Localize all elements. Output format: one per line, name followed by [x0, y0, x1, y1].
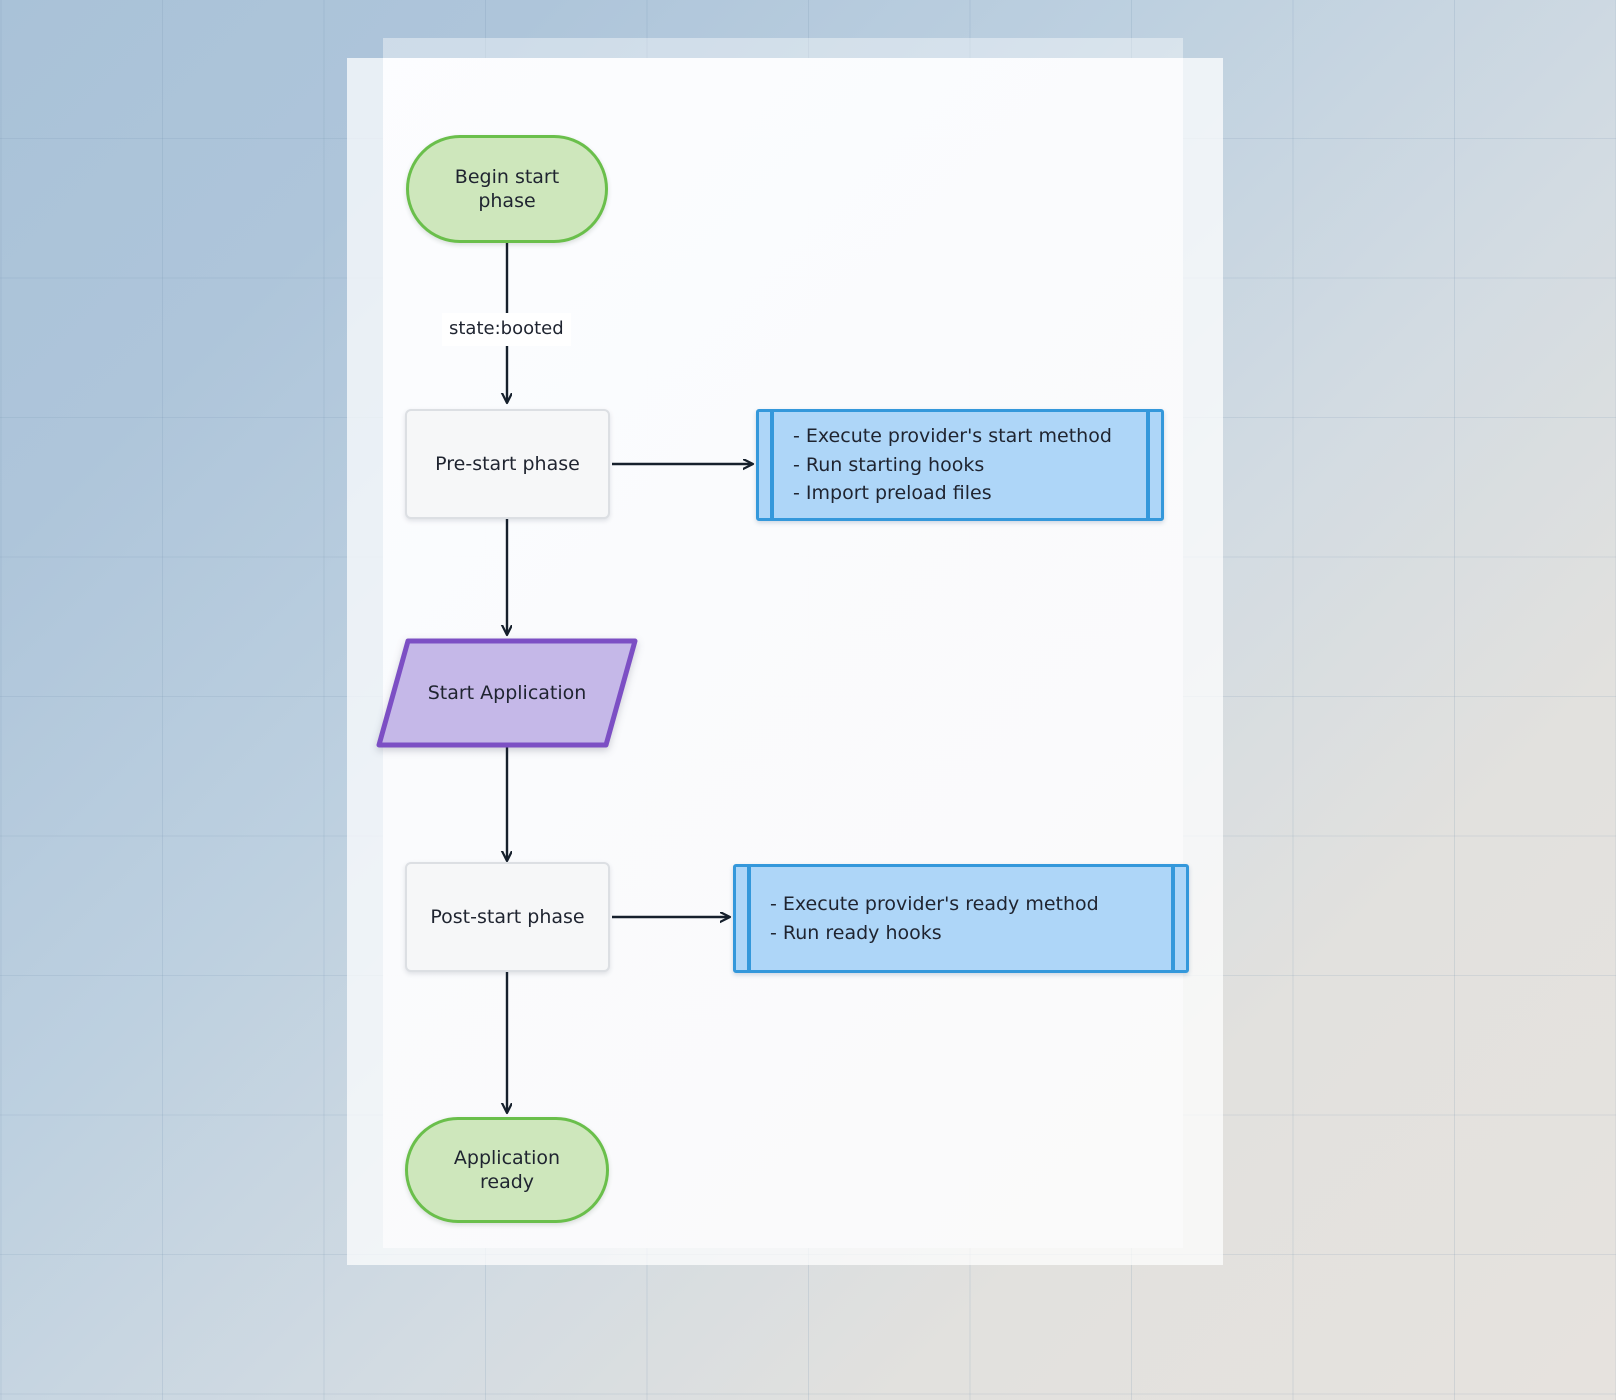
node-pre-start-phase-label: Pre-start phase	[435, 452, 580, 475]
parallelogram-shape	[374, 637, 640, 749]
node-application-ready-line1: Application	[453, 1146, 561, 1169]
node-post-start-phase-label: Post-start phase	[430, 905, 585, 928]
node-begin-start-phase[interactable]: Begin start phase	[406, 135, 608, 243]
note-pre-start-phase-lines: - Execute provider's start method - Run …	[759, 422, 1161, 509]
note-pre-start-phase: - Execute provider's start method - Run …	[756, 409, 1164, 521]
note-line: - Execute provider's ready method	[770, 892, 1099, 915]
node-post-start-phase[interactable]: Post-start phase	[405, 862, 610, 972]
node-start-application[interactable]: Start Application	[374, 637, 640, 749]
node-application-ready[interactable]: Application ready	[405, 1117, 609, 1223]
note-line: - Execute provider's start method	[793, 424, 1112, 447]
node-begin-start-phase-line2: phase	[478, 190, 536, 212]
edge-label-state-booted: state:booted	[442, 313, 571, 346]
node-application-ready-line2: ready	[479, 1171, 535, 1193]
node-begin-start-phase-line1: Begin start	[454, 165, 560, 188]
node-start-application-label: Start Application	[427, 681, 587, 704]
node-pre-start-phase[interactable]: Pre-start phase	[405, 409, 610, 519]
note-post-start-phase: - Execute provider's ready method - Run …	[733, 864, 1189, 973]
note-line: - Import preload files	[793, 482, 992, 505]
note-line: - Run ready hooks	[770, 921, 942, 944]
note-post-start-phase-lines: - Execute provider's ready method - Run …	[736, 890, 1186, 948]
note-line: - Run starting hooks	[793, 453, 985, 476]
